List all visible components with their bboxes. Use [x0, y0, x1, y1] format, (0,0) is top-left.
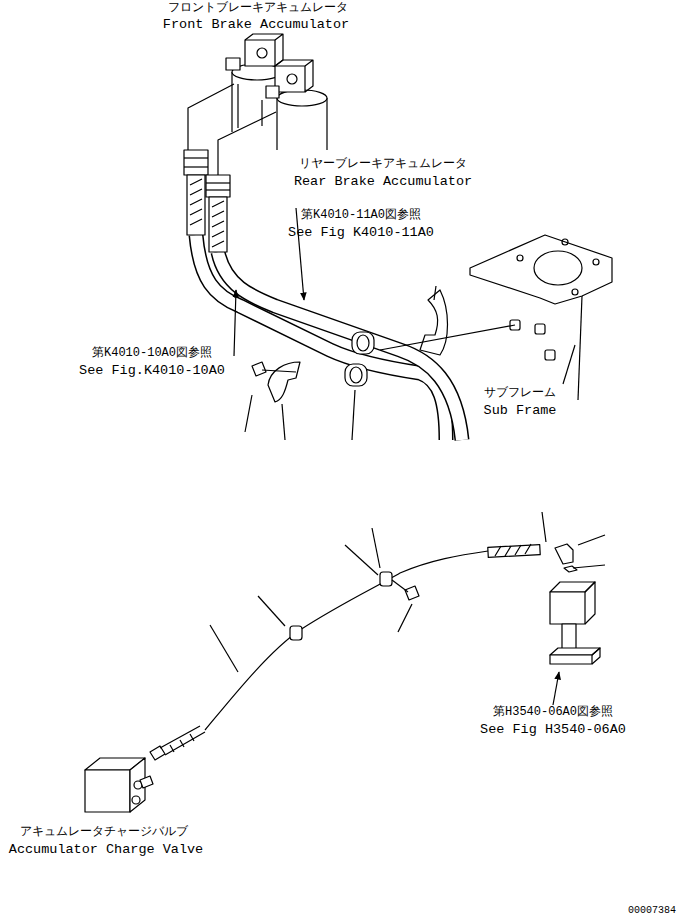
part-label: See Fig K4010-11A0: [288, 225, 434, 241]
part-label: Front Brake Accumulator: [163, 17, 349, 33]
part-label: 第H3540-06A0図参照: [493, 706, 613, 720]
drawing-number: 00007384: [628, 905, 676, 917]
part-label: See Fig.K4010-10A0: [79, 363, 225, 379]
part-label: アキュムレータチャージバルブ: [20, 826, 188, 840]
part-label: Accumulator Charge Valve: [9, 842, 203, 858]
part-label: リヤーブレーキアキュムレータ: [299, 158, 467, 172]
part-label: See Fig H3540-06A0: [480, 722, 626, 738]
part-label: 第K4010-11A0図参照: [301, 209, 421, 223]
part-label: Rear Brake Accumulator: [294, 174, 472, 190]
part-label: フロントブレーキアキュムレータ: [168, 2, 348, 16]
part-label: Sub Frame: [484, 403, 557, 419]
part-label: サブフレーム: [484, 387, 556, 401]
part-label: 第K4010-10A0図参照: [92, 347, 212, 361]
